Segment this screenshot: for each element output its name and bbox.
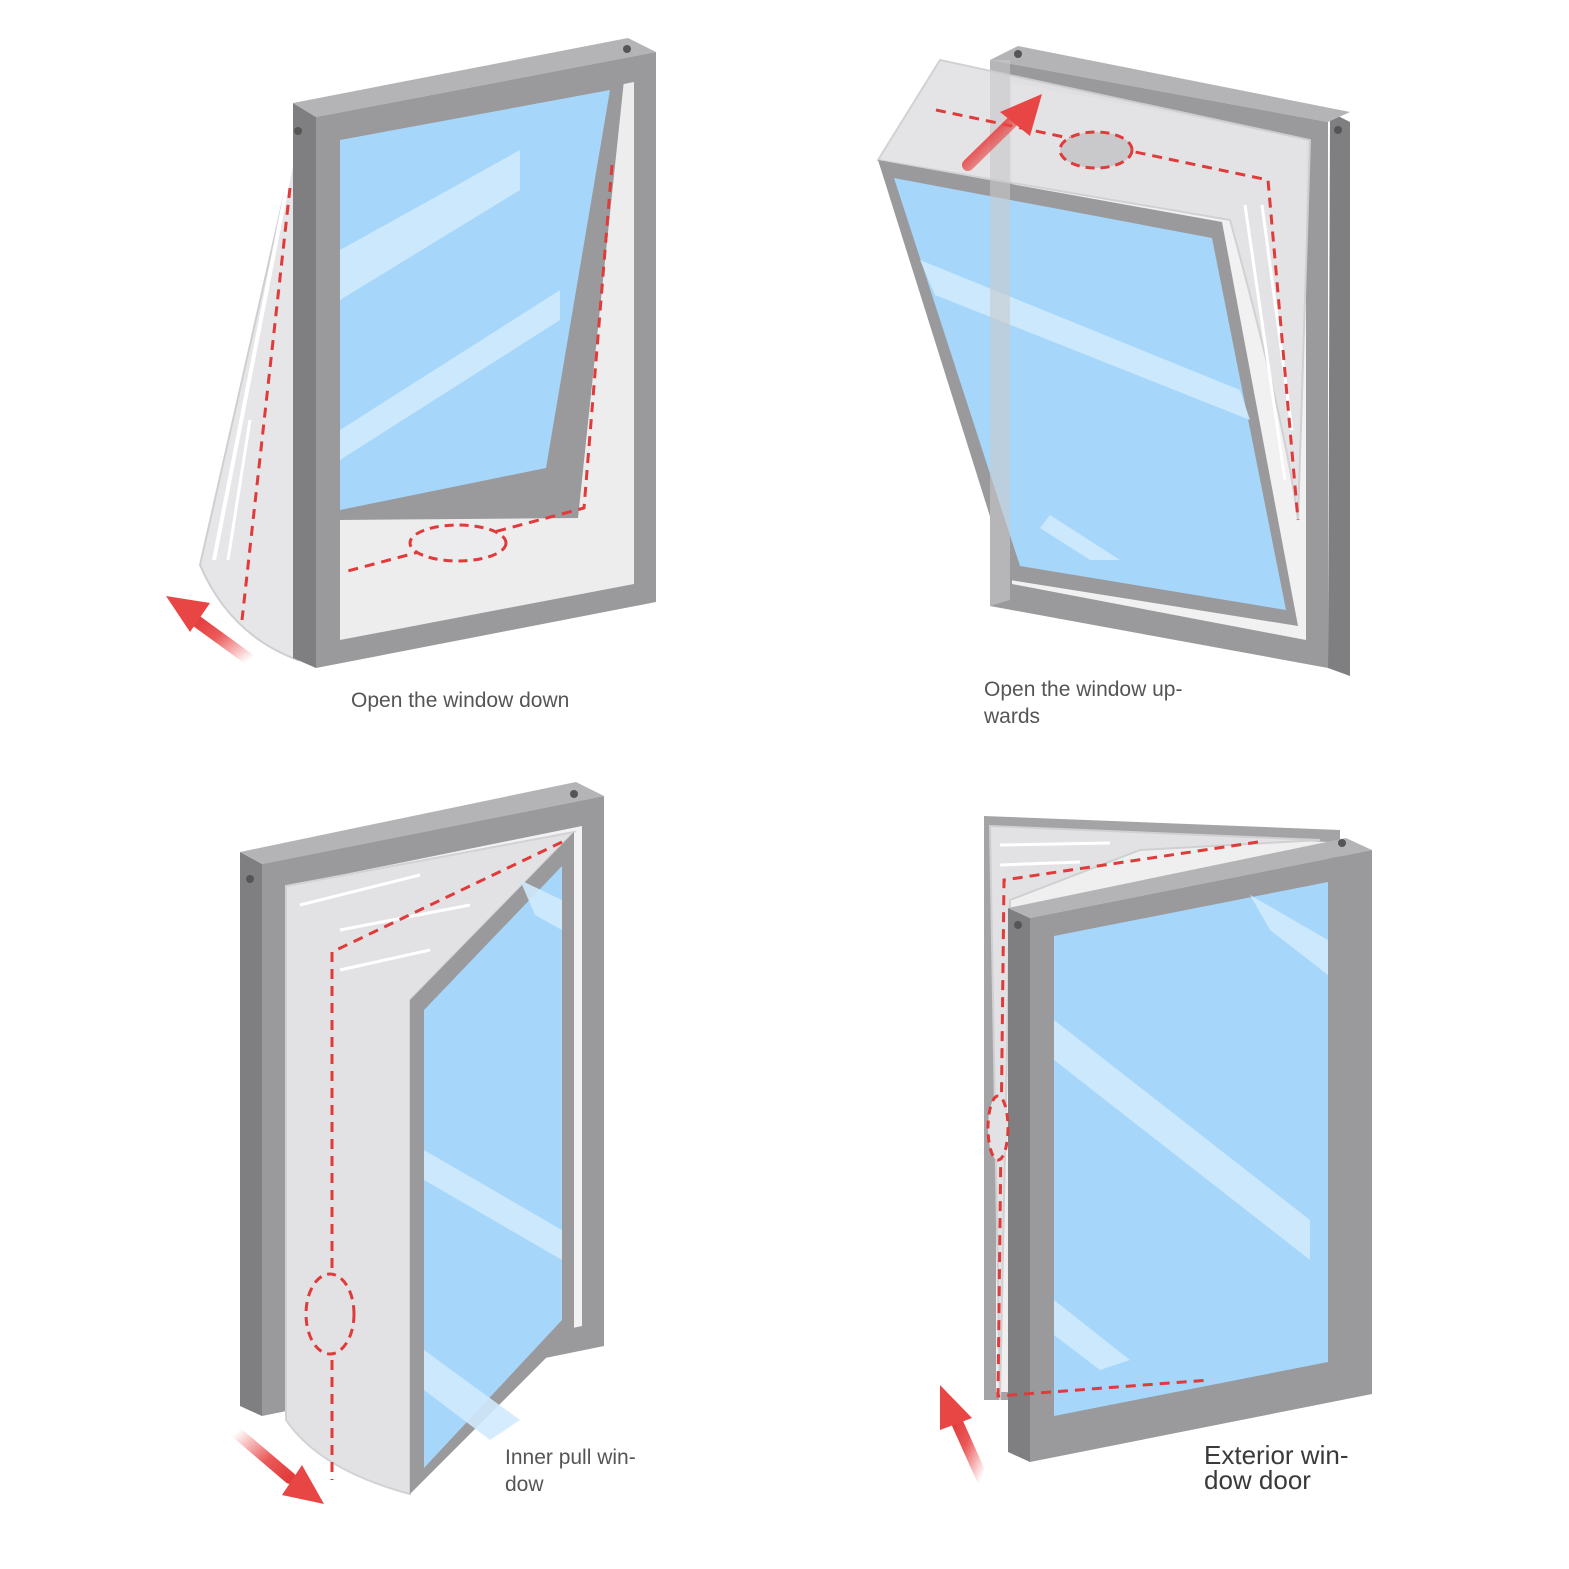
glass-highlight [1054,1300,1130,1370]
hose-opening-icon [1058,130,1134,170]
caption-line: Open the window down [351,689,570,712]
hose-opening-icon [986,1094,1010,1162]
cloth-fold [1243,204,1287,481]
zipper-line [240,164,614,621]
window-frame-side [293,103,316,668]
frame-screw [1014,921,1022,929]
window-open-up [876,46,1350,676]
caption-line: Inner pull win- [505,1446,636,1469]
window-inner-pull [230,782,604,1504]
red-arrow-icon [962,94,1042,171]
window-exterior-door [940,816,1372,1484]
glass-highlight [1040,515,1120,560]
red-arrow-icon [166,596,256,666]
caption-exterior-window-door: Exterior win- dow door [1204,1440,1349,1495]
sealing-cloth-overlap [990,60,1010,606]
glass-highlight [424,1150,562,1260]
frame-screw [1334,126,1342,134]
glass-highlight [1054,1020,1310,1260]
window-frame-side [240,852,262,1416]
window-frame-top [1008,838,1372,918]
window-frame-side [1328,112,1350,676]
window-frame-top [240,782,604,864]
hose-opening-icon [304,1272,356,1356]
glass-highlight [1250,895,1328,975]
caption-line: dow door [1204,1465,1311,1495]
frame-screw [246,875,254,883]
cloth-fold [212,139,298,561]
frame-screw [1014,50,1022,58]
glass-highlight [424,1350,520,1440]
glass-highlight [520,880,562,930]
hose-opening-icon [408,523,508,563]
caption-line: Open the window up- [984,678,1183,701]
window-glass [424,866,562,1468]
cloth-fold [999,841,1111,847]
frame-screw [294,127,302,135]
window-frame-top [293,38,656,117]
caption-line: wards [984,705,1041,728]
red-arrow-icon [940,1385,988,1484]
caption-open-window-upwards: Open the window up- wards [984,676,1182,730]
frame-screw [1338,839,1346,847]
cloth-fold [999,860,1081,867]
sealing-cloth [285,830,577,1496]
window-frame-top [990,46,1350,122]
glass-highlight [340,290,560,460]
glass-highlight [340,150,520,300]
caption-line: dow [505,1473,544,1496]
window-frame-side [1008,908,1030,1462]
caption-line: Exterior win- [1204,1440,1349,1470]
frame-screw [570,790,578,798]
caption-open-window-down: Open the window down [351,687,569,714]
caption-inner-pull-window: Inner pull win- dow [505,1444,636,1498]
cloth-fold [226,419,252,561]
cloth-fold [299,873,421,907]
sealing-cloth [198,124,301,662]
zipper-line [935,108,1300,521]
cloth-fold [339,948,431,972]
red-arrow-icon [230,1426,324,1504]
frame-screw [623,45,631,53]
window-open-down [166,38,656,668]
